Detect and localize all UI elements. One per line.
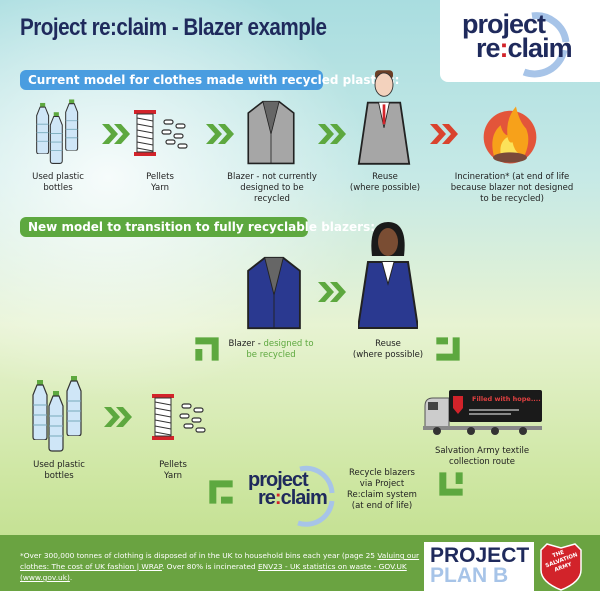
wrap-link[interactable]: Valuing our clothes: The cost of UK fash…	[20, 551, 420, 571]
logo-claim: claim	[280, 487, 328, 509]
footnote: *Over 300,000 tonnes of clothing is disp…	[20, 551, 420, 582]
chevron-arrow-icon	[204, 122, 234, 146]
current-model-heading: Current model for clothes made with recy…	[20, 70, 399, 90]
reuse-label: Reuse (where possible)	[352, 339, 424, 360]
truck-label: Salvation Army textile collection route	[434, 446, 530, 467]
project-reclaim-logo: project re:claim	[440, 0, 600, 82]
plastic-bottles-icon	[32, 376, 82, 452]
man-in-blazer-icon	[357, 70, 411, 165]
logo-colon: :	[274, 487, 282, 509]
bottles-label: Used plastic bottles	[33, 460, 85, 481]
corner-arrow-down-left-icon	[439, 472, 463, 496]
step-label: Used plastic bottles	[32, 172, 84, 193]
recycle-label: Recycle blazers via Project Re:claim sys…	[347, 468, 417, 511]
planb-line2: PLAN B	[430, 564, 509, 587]
logo-re: re	[476, 33, 501, 64]
page-title: Project re:claim - Blazer example	[20, 14, 327, 41]
navy-blazer-icon	[247, 256, 301, 330]
corner-arrow-up-right-icon	[195, 337, 219, 361]
red-chevron-arrow-icon	[428, 122, 458, 146]
recycle-arrows-icon	[297, 465, 335, 527]
yarn-spool-pellets-icon	[132, 108, 192, 158]
chevron-arrow-icon	[316, 122, 346, 146]
logo-line1: project	[462, 9, 546, 39]
chevron-arrow-icon	[102, 405, 132, 429]
yarn-spool-pellets-icon	[150, 392, 210, 442]
corner-arrow-up-icon	[209, 480, 233, 504]
chevron-arrow-icon	[100, 122, 130, 146]
project-plan-b-logo: PROJECT PLAN B	[424, 542, 534, 591]
step-label: Pellets Yarn	[146, 172, 174, 193]
corner-arrow-down-icon	[436, 337, 460, 361]
salvation-army-shield: THE SALVATION ARMY	[539, 542, 583, 591]
logo-claim: claim	[507, 33, 573, 64]
blazer-recyclable-label: Blazer - designed to be recycled	[228, 339, 314, 360]
pellets-label: Pellets Yarn	[159, 460, 187, 481]
salvation-army-shield-icon	[540, 543, 582, 591]
planb-line1: PROJECT	[430, 544, 530, 567]
project-reclaim-logo-small: project re:claim	[246, 465, 338, 527]
new-model-heading: New model to transition to fully recycla…	[20, 217, 375, 237]
logo-colon: :	[499, 33, 509, 64]
step-label: Blazer - not currently designed to be re…	[227, 172, 317, 204]
gov-uk-link[interactable]: ENV23 - UK statistics on waste - GOV.UK …	[20, 562, 407, 582]
logo-line1: project	[248, 469, 309, 491]
chevron-arrow-icon	[316, 280, 346, 304]
recycle-arrows-icon	[522, 12, 570, 78]
step-label: Incineration* (at end of life because bl…	[450, 172, 574, 204]
woman-in-blazer-icon	[358, 222, 418, 329]
step-label: Reuse (where possible)	[349, 172, 421, 193]
fire-icon	[483, 106, 537, 164]
logo-re: re	[258, 487, 276, 509]
truck-sign: Filled with hope....	[472, 395, 541, 403]
plastic-bottles-icon	[36, 99, 79, 164]
grey-blazer-icon	[247, 100, 295, 165]
salvation-army-truck-icon: Filled with hope....	[423, 390, 543, 437]
